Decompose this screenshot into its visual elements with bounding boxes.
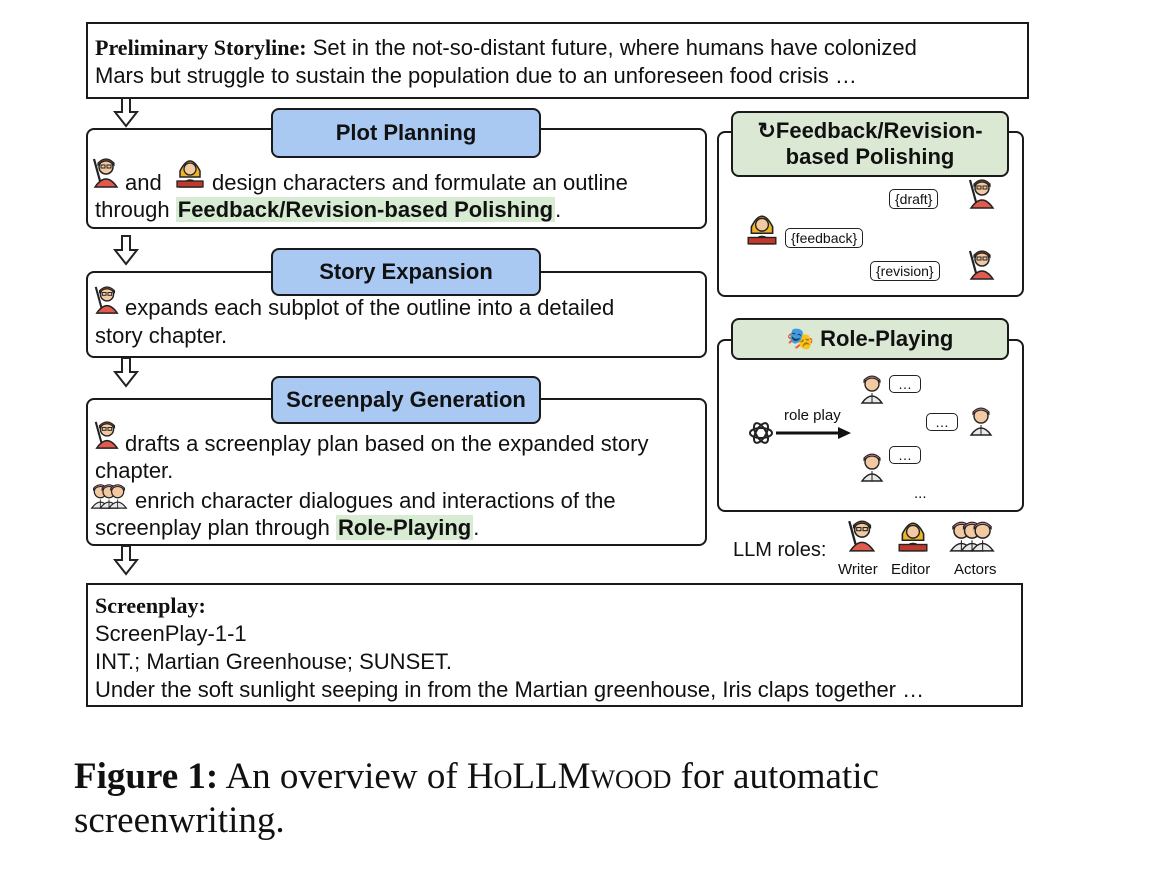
screenplay-generation-line4-post: . [473, 515, 480, 540]
screenplay-box [86, 583, 1023, 707]
screenplay-line1: ScreenPlay-1-1 [95, 621, 247, 646]
storyline-box [86, 22, 1029, 99]
actor-bubble-2: … [926, 413, 958, 431]
writer-icon [848, 519, 875, 553]
legend-label: LLM roles: [733, 539, 827, 561]
plot-planning-header: Plot Planning [271, 108, 541, 158]
writer-icon [94, 285, 119, 315]
flow-arrow-4 [112, 545, 140, 576]
roleplay-panel-header: 🎭Role-Playing [731, 318, 1009, 360]
actors-icon [91, 484, 127, 509]
plot-planning-highlight: Feedback/Revision-based Polishing [175, 197, 556, 222]
actor-icon [861, 375, 883, 404]
screenplay-label-line: Screenplay: [95, 592, 206, 620]
openai-icon [749, 422, 773, 444]
screenplay-generation-line1: drafts a screenplay plan based on the ex… [125, 431, 649, 456]
legend-writer: Writer [838, 561, 878, 578]
storyline-colon: : [299, 35, 307, 60]
feedback-header-line1: ↻Feedback/Revision- [757, 118, 982, 144]
screenplay-line3: Under the soft sunlight seeping in from … [95, 677, 925, 702]
screenplay-generation-line4-pre: screenplay plan through [95, 515, 330, 540]
editor-icon [747, 215, 777, 245]
caption-label: Figure 1: [74, 756, 219, 797]
more-actors-ellipsis: ... [914, 485, 927, 502]
editor-icon [898, 522, 928, 552]
caption-system-name: HoLLMwood [466, 756, 672, 797]
actor-bubble-1: … [889, 375, 921, 393]
flow-arrows [112, 97, 140, 576]
draft-bubble: {draft} [889, 189, 939, 209]
screenplay-generation-line3: enrich character dialogues and interacti… [135, 488, 616, 513]
storyline-line2: Mars but struggle to sustain the populat… [95, 63, 857, 88]
writer-icon [968, 178, 995, 210]
roleplay-header-text: Role-Playing [820, 326, 954, 351]
plot-planning-line2-post: . [555, 197, 562, 222]
actor-icon [861, 453, 883, 482]
feedback-header-text-1: Feedback/Revision- [775, 118, 983, 143]
plot-planning-line2: through Feedback/Revision-based Polishin… [95, 196, 561, 224]
actors-icon [950, 521, 994, 552]
caption-pre: An overview of [225, 756, 458, 797]
story-expansion-line1: expands each subplot of the outline into… [125, 295, 615, 320]
screenplay-generation-header: Screenpaly Generation [271, 376, 541, 424]
story-expansion-header: Story Expansion [271, 248, 541, 296]
feedback-header-text-2: based Polishing [785, 144, 955, 169]
story-expansion-line2: story chapter. [95, 323, 228, 348]
flow-arrow-1 [112, 97, 140, 128]
refresh-icon: ↻ [757, 118, 776, 143]
legend-actors: Actors [954, 561, 997, 578]
feedback-bubble: {feedback} [785, 228, 864, 248]
revision-bubble: {revision} [870, 261, 940, 281]
screenplay-line2: INT.; Martian Greenhouse; SUNSET. [95, 649, 453, 674]
role-play-arrow [776, 427, 851, 439]
figure-caption: Figure 1: An overview of HoLLMwood for a… [74, 755, 1034, 843]
writer-icon [968, 249, 995, 281]
editor-icon [176, 160, 204, 188]
plot-planning-line1-and: and [125, 170, 162, 195]
actor-icon [970, 407, 992, 436]
screenplay-colon: : [198, 593, 206, 618]
flow-arrow-2 [112, 235, 140, 266]
storyline-line1: Preliminary Storyline: Set in the not-so… [95, 34, 917, 62]
screenplay-generation-line2: chapter. [95, 458, 174, 483]
theater-masks-icon: 🎭 [786, 326, 815, 351]
plot-planning-line1-rest: design characters and formulate an outli… [212, 170, 628, 195]
feedback-panel-header: ↻Feedback/Revision- based Polishing [731, 111, 1009, 177]
flow-arrow-3 [112, 357, 140, 388]
writer-icon [94, 420, 119, 450]
writer-icon [92, 157, 119, 189]
actor-bubble-3: … [889, 446, 921, 464]
role-play-label: role play [784, 407, 841, 424]
role-playing-highlight: Role-Playing [335, 515, 474, 540]
plot-planning-line2-pre: through [95, 197, 170, 222]
storyline-label: Preliminary Storyline [95, 35, 300, 60]
storyline-text-1: Set in the not-so-distant future, where … [312, 35, 917, 60]
screenplay-generation-line4: screenplay plan through Role-Playing. [95, 514, 479, 542]
legend-editor: Editor [891, 561, 931, 578]
screenplay-label: Screenplay [95, 593, 199, 618]
caption-post: for automatic screenwriting. [74, 756, 879, 841]
